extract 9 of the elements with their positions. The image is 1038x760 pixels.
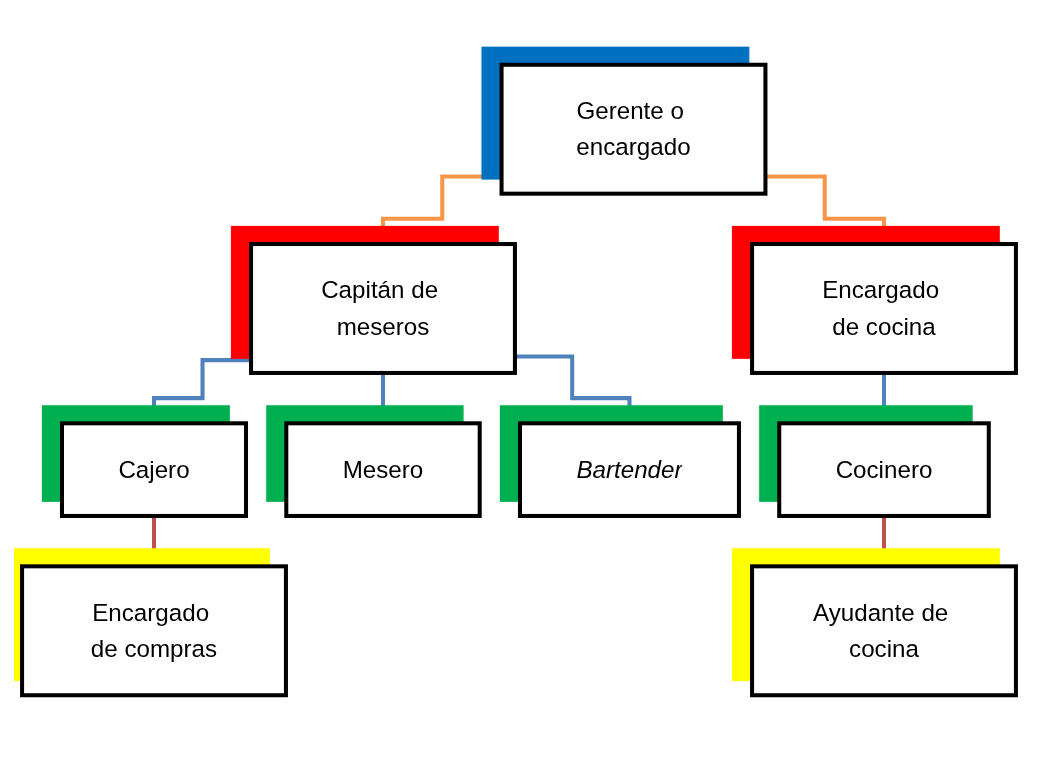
org-box: Ayudante de cocina [750,564,1018,698]
org-box: Mesero [284,421,482,518]
org-box: Gerente o encargado [499,62,768,196]
org-box: Encargado de compras [20,564,288,698]
org-box: Capitán de meseros [249,242,517,375]
org-box: Encargado de cocina [750,242,1018,375]
org-box: Cocinero [777,421,991,518]
org-box: Cajero [59,421,248,518]
org-box: Bartender [517,421,741,518]
